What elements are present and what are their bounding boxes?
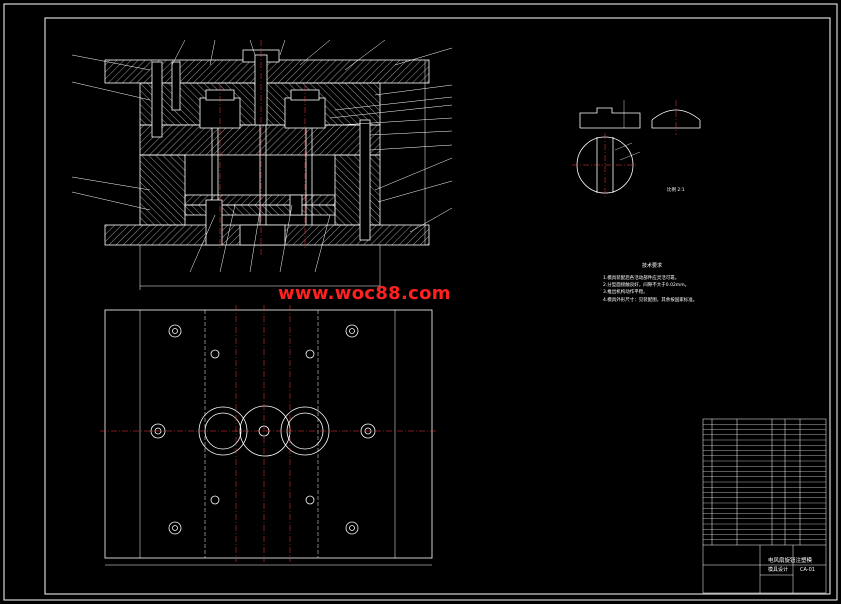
tech-requirement-line: 4.模具外形尺寸：见装配图，其余按国家标准。 xyxy=(603,297,698,303)
tech-requirement-line: 2.分型面接触良好，间隙不大于0.02mm。 xyxy=(603,283,690,289)
leader-lines xyxy=(71,39,453,273)
part-view-scale: 比例 2:1 xyxy=(667,188,685,193)
section-center-lines xyxy=(219,40,306,255)
section-view xyxy=(104,49,430,290)
watermark-text: www.woc88.com xyxy=(278,283,451,304)
plan-center-lines xyxy=(100,305,436,562)
tech-requirements-list: 1.模具装配后各活动部件应灵活可靠。 2.分型面接触良好，间隙不大于0.02mm… xyxy=(603,275,697,304)
tech-requirement-line: 3.推出机构动作平稳。 xyxy=(603,290,648,296)
inner-border xyxy=(44,17,831,595)
parts-list-rows xyxy=(703,424,826,540)
drawing-subtitle: 模具设计 xyxy=(768,567,789,573)
tech-requirements-title: 技术要求 xyxy=(642,263,663,269)
tech-requirement-line: 1.模具装配后各活动部件应灵活可靠。 xyxy=(603,276,680,281)
drawing-title: 电风扇旋钮注塑模 xyxy=(768,558,813,564)
part-views xyxy=(576,100,701,194)
part-center-lines xyxy=(572,100,677,198)
plan-view xyxy=(104,309,433,566)
drawing-number: CA-01 xyxy=(800,567,815,573)
outer-border xyxy=(3,3,838,601)
